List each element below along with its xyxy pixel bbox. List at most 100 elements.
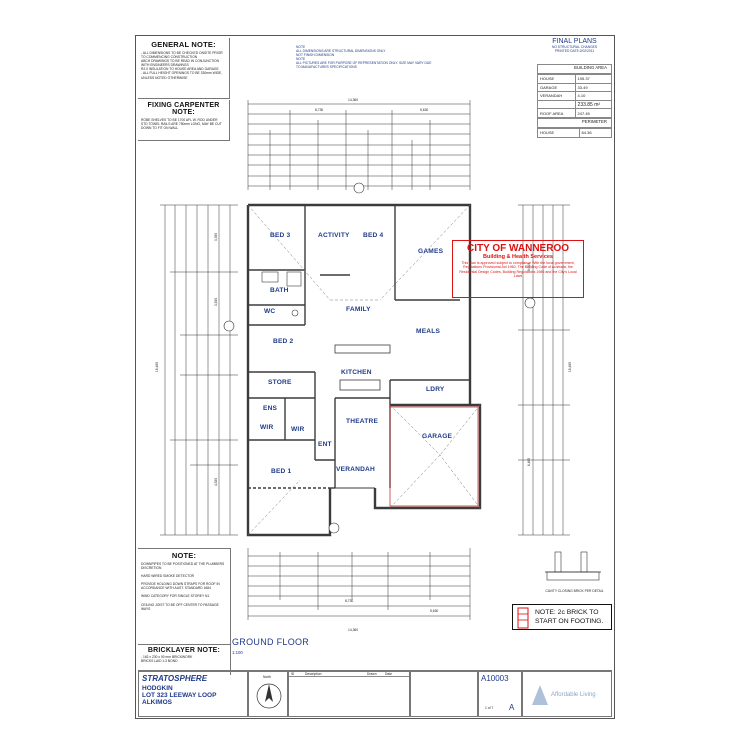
room-garage: GARAGE bbox=[422, 433, 453, 440]
fixing-note-item: STD TOWEL RAILS ARE 750mm LONG, MAY BE C… bbox=[141, 122, 222, 131]
revision-table: ID Description Drawn Date bbox=[288, 671, 410, 717]
sheet-number: A10003 bbox=[481, 674, 509, 683]
drawing-sheet bbox=[135, 35, 615, 719]
bricklayer-note-item: - 162 x 230 x 90 mm BRICKWORK bbox=[141, 655, 193, 659]
section-markers bbox=[223, 182, 536, 534]
room-wir2: WIR bbox=[291, 426, 305, 433]
dim-left-b: 3,530 bbox=[214, 297, 219, 307]
sheet-count: 1 of 7 bbox=[485, 706, 494, 710]
building-area-title: BUILDING AREA bbox=[537, 64, 612, 74]
fixing-note-item: ROBE SHELVES TO BE 1700 AFL W. ROD UNDER bbox=[141, 118, 218, 122]
bricklayer-note-item: BRICKS LAID 1:3 BOND bbox=[141, 659, 178, 664]
brick-note-line1: NOTE: 2c BRICK TO bbox=[535, 609, 599, 616]
brick-note: NOTE: 2c BRICK TO START ON FOOTING. bbox=[512, 604, 612, 630]
dim-top-a: 8,730 bbox=[315, 108, 324, 112]
room-wir1: WIR bbox=[260, 424, 274, 431]
stamp-body: This plan is approved subject to complia… bbox=[459, 261, 577, 279]
note-item: HARD WIRED SMOKE DETECTOR bbox=[141, 574, 195, 579]
top-note-line: ALL PICTURES ARE FOR PURPOSE OF REPRESEN… bbox=[296, 61, 432, 66]
brand-name: Affordable Living bbox=[551, 692, 596, 698]
room-meals: MEALS bbox=[416, 328, 441, 335]
fixing-note-box: FIXING CARPENTER NOTE: ROBE SHELVES TO B… bbox=[138, 100, 230, 141]
perimeter-title: PERIMETER bbox=[537, 117, 612, 128]
fixing-note-title: FIXING CARPENTER NOTE: bbox=[147, 102, 220, 116]
plan-status-title: FINAL PLANS bbox=[552, 38, 597, 45]
plan-status-line2: PRINTED DATE:2/02/2011 bbox=[554, 49, 595, 54]
room-games: GAMES bbox=[418, 248, 444, 255]
left-dimension-lines bbox=[160, 204, 238, 536]
brand-cell: Affordable Living bbox=[522, 671, 612, 717]
sheet-revision: A bbox=[509, 703, 515, 712]
dim-bottom-b: 5,630 bbox=[430, 609, 439, 613]
roof-lines bbox=[247, 204, 481, 536]
room-ent: ENT bbox=[318, 441, 332, 448]
top-note-line: NOTE bbox=[296, 57, 306, 62]
stratosphere-label: STRATOSPHERE bbox=[142, 674, 208, 683]
plan-status-line1: NO STRUCTURAL CHANGES bbox=[551, 45, 598, 49]
plan-status-box: FINAL PLANS NO STRUCTURAL CHANGES PRINTE… bbox=[537, 38, 612, 53]
dim-top-overall: 14,360 bbox=[348, 98, 359, 102]
brick-note-line2: START ON FOOTING. bbox=[535, 618, 604, 625]
general-note-item: ABCH DRAWINGS TO BE READ IN CONJUNCTION … bbox=[141, 59, 219, 68]
room-store: STORE bbox=[268, 379, 292, 386]
interior-walls bbox=[248, 205, 470, 489]
room-theatre: THEATRE bbox=[346, 418, 379, 425]
dim-left-c: 4,530 bbox=[214, 477, 219, 487]
top-dimension-lines bbox=[248, 103, 470, 187]
stamp-title: CITY OF WANNEROO bbox=[466, 243, 570, 254]
ground-floor-title: GROUND FLOOR bbox=[232, 637, 310, 647]
room-bed2: BED 2 bbox=[273, 338, 294, 345]
brick-note-icon bbox=[517, 607, 529, 629]
general-note-box: GENERAL NOTE: - ALL DIMENSIONS TO BE CHE… bbox=[138, 38, 230, 99]
suburb: ALKIMOS bbox=[142, 699, 172, 706]
note-box: NOTE: DOWNPIPES TO BE POSITIONED AT THE … bbox=[138, 548, 231, 644]
dim-bottom-overall: 14,360 bbox=[348, 628, 359, 632]
rev-col-date: Date bbox=[385, 672, 392, 676]
room-verandah: VERANDAH bbox=[336, 466, 375, 473]
room-ldry: LDRY bbox=[426, 386, 445, 393]
approval-stamp: CITY OF WANNEROO Building & Health Servi… bbox=[452, 240, 584, 298]
general-note-item: - ALL DIMENSIONS TO BE CHECKED ONSITE PR… bbox=[141, 51, 223, 60]
room-bed3: BED 3 bbox=[270, 232, 291, 239]
room-bed4: BED 4 bbox=[363, 232, 384, 239]
room-activity: ACTIVITY bbox=[318, 232, 350, 239]
bath-tub bbox=[261, 271, 279, 283]
top-note-line: NOT FINISH DIMENSION bbox=[296, 53, 335, 58]
note-item: PROVIDE HOLDING DOWN STRAPS FOR ROOF IN … bbox=[141, 582, 220, 591]
shower bbox=[286, 271, 302, 287]
sheet-cell: A10003 1 of 7 A bbox=[478, 671, 522, 717]
room-wc: WC bbox=[264, 308, 276, 315]
bricklayer-note-title: BRICKLAYER NOTE: bbox=[147, 647, 221, 654]
room-bath: BATH bbox=[270, 287, 289, 294]
client-cell: STRATOSPHERE HODGKIN LOT 323 LEEWAY LOOP… bbox=[138, 671, 248, 717]
kitchen-bench bbox=[334, 344, 391, 354]
dim-left-a: 3,390 bbox=[214, 232, 219, 242]
top-note-line: ALL DIMENSIONS ARE STRUCTURAL DIMENSIONS… bbox=[296, 49, 386, 54]
room-ens: ENS bbox=[263, 405, 278, 412]
footing-detail: CAVITY CLOSING BRICK PER DETAIL bbox=[537, 548, 612, 598]
note-item: WIND CATEGORY FOR SINGLE STOREY N1 bbox=[141, 594, 210, 599]
title-block: STRATOSPHERE HODGKIN LOT 323 LEEWAY LOOP… bbox=[138, 670, 612, 717]
top-notes: NOTE ALL DIMENSIONS ARE STRUCTURAL DIMEN… bbox=[296, 45, 456, 70]
bottom-dimension-lines bbox=[247, 548, 471, 620]
brand-logo-icon bbox=[532, 685, 548, 705]
top-note-line: TO MANUFACTURES SPECIFICATIONS bbox=[296, 65, 357, 70]
dim-left-overall: 18,460 bbox=[155, 362, 159, 373]
client-name: HODGKIN bbox=[142, 685, 173, 692]
notes-cell bbox=[410, 671, 478, 717]
note-title: NOTE: bbox=[171, 551, 197, 560]
top-dimension-ticks bbox=[247, 100, 471, 190]
note-item: CEILING JOIST TO BE OFF CENTER TO PASSAG… bbox=[141, 602, 219, 611]
stamp-subtitle: Building & Health Services bbox=[483, 254, 553, 260]
footing-detail-drawing bbox=[545, 551, 601, 581]
room-kitchen: KITCHEN bbox=[341, 369, 372, 376]
dim-right-overall: 18,460 bbox=[568, 362, 572, 373]
room-bed1: BED 1 bbox=[271, 468, 292, 475]
room-family: FAMILY bbox=[346, 306, 371, 313]
ground-floor-scale: 1:100 bbox=[232, 650, 243, 655]
